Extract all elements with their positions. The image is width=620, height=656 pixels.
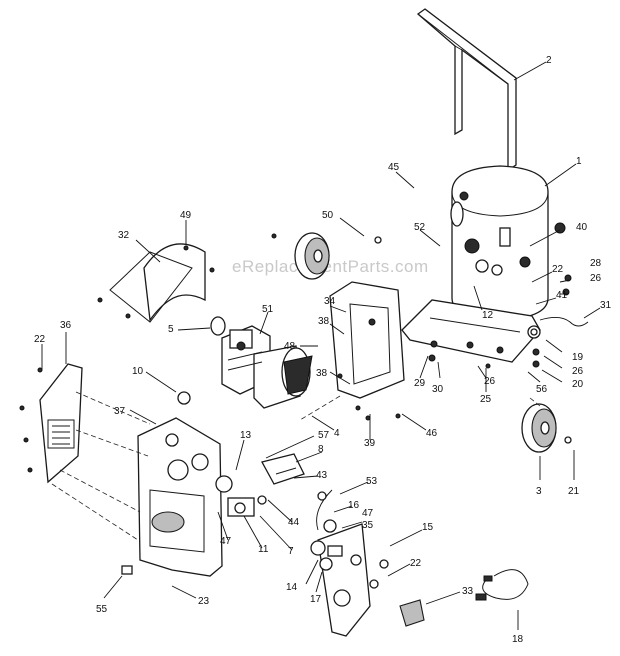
callout-31: 31 — [600, 300, 612, 311]
callout-56: 56 — [536, 384, 548, 395]
callout-34: 34 — [324, 296, 336, 307]
callout-11: 11 — [258, 544, 269, 555]
callout-2: 2 — [546, 55, 552, 66]
side-panel-left — [39, 363, 83, 484]
callout-43: 43 — [316, 470, 328, 481]
callout-18: 18 — [512, 634, 524, 645]
callout-23: 23 — [198, 596, 210, 607]
callout-labels: 2 1 45 40 22 41 28 26 31 19 26 20 56 25 … — [34, 55, 612, 645]
callout-1: 1 — [576, 156, 582, 167]
tank-base-plate — [401, 299, 541, 363]
callout-55: 55 — [96, 604, 108, 615]
callout-52: 52 — [414, 222, 426, 233]
front-panel — [137, 417, 223, 577]
callout-15: 15 — [422, 522, 434, 533]
callout-7: 7 — [288, 546, 294, 557]
callout-36: 36 — [60, 320, 72, 331]
callout-38b: 38 — [316, 368, 328, 379]
callout-33: 33 — [462, 586, 474, 597]
control-panel-right — [317, 523, 371, 637]
callout-57: 57 — [318, 430, 330, 441]
callout-29: 29 — [414, 378, 426, 389]
callout-22a: 22 — [34, 334, 46, 345]
watermark: eReplacementParts.com — [232, 257, 429, 276]
callout-26a: 26 — [484, 376, 496, 387]
callout-46: 46 — [426, 428, 438, 439]
callout-22c: 22 — [552, 264, 564, 275]
callout-47b: 47 — [362, 508, 374, 519]
callout-39: 39 — [364, 438, 376, 449]
callout-30: 30 — [432, 384, 444, 395]
callout-38a: 38 — [318, 316, 330, 327]
callout-48: 48 — [284, 341, 296, 352]
callout-44: 44 — [288, 517, 300, 528]
handle — [416, 8, 517, 172]
air-tank — [450, 165, 549, 321]
callout-4: 4 — [334, 428, 340, 439]
callout-5: 5 — [168, 324, 174, 335]
callout-13: 13 — [240, 430, 252, 441]
pump-motor-assembly — [210, 316, 313, 409]
callout-10: 10 — [132, 366, 144, 377]
callout-19: 19 — [572, 352, 584, 363]
gauge-manifold — [215, 475, 337, 571]
pressure-switch — [261, 453, 305, 485]
leader-lines — [41, 61, 601, 630]
callout-14: 14 — [286, 582, 298, 593]
callout-32: 32 — [118, 230, 130, 241]
callout-37: 37 — [114, 406, 126, 417]
callout-41: 41 — [556, 290, 568, 301]
callout-26b: 26 — [572, 366, 584, 377]
wheel-rear — [294, 232, 330, 280]
cord-clip — [399, 599, 425, 627]
callout-40: 40 — [576, 222, 588, 233]
callout-49: 49 — [180, 210, 192, 221]
callout-28: 28 — [590, 258, 602, 269]
callout-51: 51 — [262, 304, 274, 315]
callout-50: 50 — [322, 210, 334, 221]
callout-17: 17 — [310, 594, 322, 605]
callout-53: 53 — [366, 476, 378, 487]
callout-25: 25 — [480, 394, 492, 405]
callout-47a: 47 — [220, 536, 232, 547]
callout-3: 3 — [536, 486, 542, 497]
callout-12: 12 — [482, 310, 494, 321]
drain-hose — [539, 317, 589, 327]
explode-lines — [51, 391, 541, 541]
callout-8: 8 — [318, 444, 324, 455]
wheel-front — [521, 403, 557, 453]
back-panel — [329, 281, 405, 399]
callout-35: 35 — [362, 520, 374, 531]
callout-26c: 26 — [590, 273, 602, 284]
callout-22b: 22 — [410, 558, 422, 569]
callout-16: 16 — [348, 500, 360, 511]
shroud-cover — [109, 243, 206, 323]
callout-20: 20 — [572, 379, 584, 390]
callout-21: 21 — [568, 486, 580, 497]
air-hose — [316, 489, 333, 531]
power-cord — [475, 569, 529, 601]
callout-45: 45 — [388, 162, 400, 173]
